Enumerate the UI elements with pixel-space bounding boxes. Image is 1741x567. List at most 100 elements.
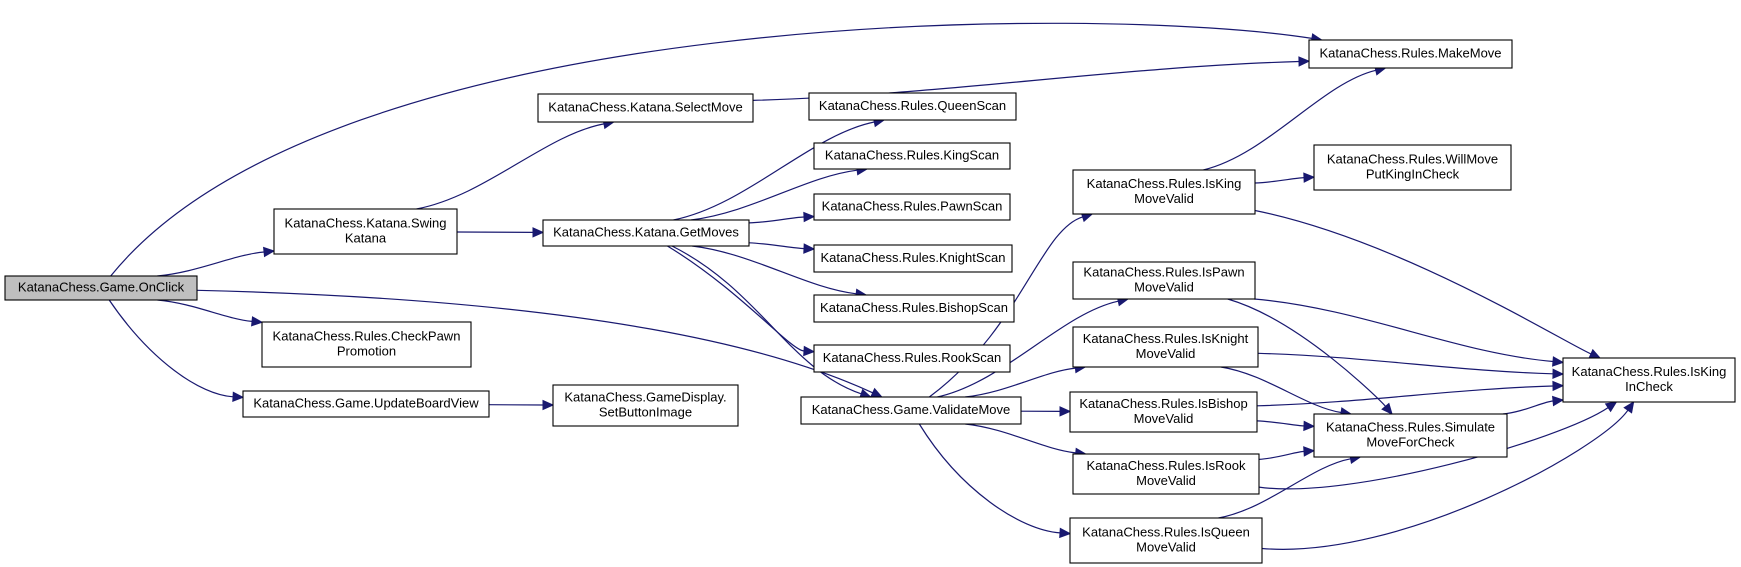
node-box xyxy=(1072,326,1259,368)
edge-validatemove-to-isqueenvalid xyxy=(918,423,1072,539)
node-box xyxy=(1069,517,1263,564)
node-label: KatanaChess.Rules.IsKing xyxy=(1087,176,1242,191)
arrowhead-icon xyxy=(1552,380,1565,392)
arrowhead-icon xyxy=(1604,401,1618,413)
node-box xyxy=(800,396,1022,425)
node-label: KatanaChess.Game.UpdateBoardView xyxy=(253,396,479,411)
node-label: KatanaChess.GameDisplay. xyxy=(564,390,726,405)
edge-getmoves-to-rookscan xyxy=(667,245,816,357)
node-label: MoveValid xyxy=(1136,346,1196,361)
edge-getmoves-to-pawnscan xyxy=(748,211,816,224)
edge-line xyxy=(748,242,805,250)
node-box xyxy=(813,244,1013,273)
edge-line xyxy=(1258,407,1609,490)
node-label: KatanaChess.Rules.BishopScan xyxy=(820,300,1008,315)
edge-line xyxy=(748,216,805,224)
edge-line xyxy=(1261,409,1629,550)
node-bishopscan[interactable]: KatanaChess.Rules.BishopScan xyxy=(813,294,1015,323)
node-getmoves[interactable]: KatanaChess.Katana.GetMoves xyxy=(542,219,750,247)
node-label: KatanaChess.Rules.Simulate xyxy=(1326,420,1495,435)
arrowhead-icon xyxy=(803,211,816,223)
node-makemove[interactable]: KatanaChess.Rules.MakeMove xyxy=(1308,39,1513,69)
arrowhead-icon xyxy=(1552,395,1565,407)
arrowhead-icon xyxy=(542,399,555,411)
node-box xyxy=(537,93,754,123)
node-box xyxy=(261,321,472,368)
edge-line xyxy=(196,289,873,394)
node-rookscan[interactable]: KatanaChess.Rules.RookScan xyxy=(813,344,1011,373)
edge-line xyxy=(416,123,605,210)
node-box xyxy=(242,390,490,418)
node-label: KatanaChess.Game.OnClick xyxy=(18,280,185,295)
edge-line xyxy=(1254,177,1305,184)
arrowhead-icon xyxy=(232,391,245,403)
node-box xyxy=(813,294,1015,323)
node-box xyxy=(552,384,739,427)
node-label: SetButtonImage xyxy=(599,405,692,420)
edge-line xyxy=(108,299,234,398)
node-queenscan[interactable]: KatanaChess.Rules.QueenScan xyxy=(808,92,1017,121)
edge-line xyxy=(1256,385,1554,407)
node-box xyxy=(1313,144,1512,191)
node-label: PutKingInCheck xyxy=(1366,167,1460,182)
node-box xyxy=(1072,261,1256,300)
node-validatemove[interactable]: KatanaChess.Game.ValidateMove xyxy=(800,396,1022,425)
edge-getmoves-to-knightscan xyxy=(748,242,816,254)
node-box xyxy=(813,344,1011,373)
node-label: KatanaChess.Rules.RookScan xyxy=(823,350,1002,365)
edge-line xyxy=(1218,458,1351,519)
arrowhead-icon xyxy=(1588,348,1602,359)
edge-line xyxy=(1257,352,1554,375)
edge-line xyxy=(965,367,1076,398)
edge-line xyxy=(1502,400,1554,415)
edge-onclick-to-checkpawn xyxy=(157,299,264,327)
node-label: KatanaChess.Katana.SelectMove xyxy=(548,100,742,115)
node-label: Promotion xyxy=(337,344,396,359)
node-selectmove[interactable]: KatanaChess.Katana.SelectMove xyxy=(537,93,754,123)
edge-line xyxy=(1258,450,1305,460)
node-label: Katana xyxy=(345,231,387,246)
node-label: KatanaChess.Katana.Swing xyxy=(285,216,447,231)
node-knightscan[interactable]: KatanaChess.Rules.KnightScan xyxy=(813,244,1013,273)
node-label: KatanaChess.Rules.MakeMove xyxy=(1319,46,1501,61)
arrowhead-icon xyxy=(1059,527,1072,539)
node-kingscan[interactable]: KatanaChess.Rules.KingScan xyxy=(813,142,1011,170)
arrowhead-icon xyxy=(803,243,816,254)
node-pawnscan[interactable]: KatanaChess.Rules.PawnScan xyxy=(813,193,1011,221)
node-updateboard[interactable]: KatanaChess.Game.UpdateBoardView xyxy=(242,390,490,418)
node-box xyxy=(542,219,750,247)
arrowhead-icon xyxy=(1552,368,1565,380)
edge-ispawnvalid-to-iskingincheck xyxy=(1254,298,1565,367)
node-box xyxy=(1308,39,1513,69)
arrowhead-icon xyxy=(532,227,545,238)
edge-line xyxy=(1254,209,1592,355)
edge-isbishopvalid-to-simulate xyxy=(1256,420,1316,432)
edge-isrookvalid-to-iskingincheck xyxy=(1258,401,1618,490)
node-label: KatanaChess.Rules.IsKnight xyxy=(1083,331,1249,346)
node-label: MoveValid xyxy=(1136,473,1196,488)
edge-line xyxy=(1227,298,1386,407)
node-label: MoveValid xyxy=(1134,411,1194,426)
edge-onclick-to-swingkatana xyxy=(157,246,276,277)
edge-line xyxy=(1256,420,1305,427)
arrowhead-icon xyxy=(870,387,883,398)
node-setbutton[interactable]: KatanaChess.GameDisplay.SetButtonImage xyxy=(552,384,739,427)
node-onclick[interactable]: KatanaChess.Game.OnClick xyxy=(4,275,198,301)
edge-line xyxy=(673,121,875,221)
edge-iskingvalid-to-willmove xyxy=(1254,172,1316,184)
node-label: KatanaChess.Rules.QueenScan xyxy=(819,98,1006,113)
edge-line xyxy=(965,423,1076,454)
edge-line xyxy=(671,245,862,395)
node-label: MoveValid xyxy=(1134,191,1194,206)
